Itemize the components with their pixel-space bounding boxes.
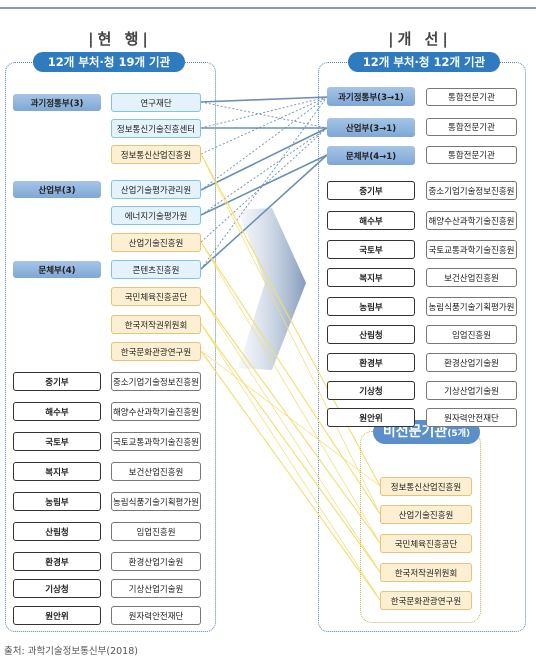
improved-row-inst: 기상산업기술원 <box>426 381 517 400</box>
improved-row-ministry: 원안위 <box>327 408 415 427</box>
current-heading: |현 행| <box>88 30 152 48</box>
current-row-ministry: 복지부 <box>13 462 101 481</box>
current-ministry-mcst: 문체부(4) <box>13 261 101 278</box>
vision-item: 한국문화관광연구원 <box>380 591 472 610</box>
current-row-ministry: 원안위 <box>13 606 101 625</box>
improved-row-ministry: 농림부 <box>327 297 415 316</box>
source-caption: 출처: 과학기술정보통신부(2018) <box>4 646 138 657</box>
improved-row-inst: 보건산업진흥원 <box>426 268 517 287</box>
link-line-solid <box>200 127 328 191</box>
current-inst-nipa: 정보통신산업진흥원 <box>111 145 201 164</box>
current-row-inst: 농림식품기술기획평가원 <box>111 492 201 511</box>
vision-title-count: (5개) <box>447 429 471 439</box>
link-line-dotted <box>200 96 328 270</box>
link-line-yellow <box>200 295 381 573</box>
current-row-inst: 중소기업기술정보진흥원 <box>111 372 201 391</box>
link-line-solid <box>200 96 328 103</box>
improved-row-inst: 국토교통과학기술진흥원 <box>426 240 517 259</box>
vision-item: 정보통신산업진흥원 <box>380 477 472 496</box>
current-row-inst: 임업진흥원 <box>111 522 201 541</box>
improved-row-inst: 중소기업기술정보진흥원 <box>426 181 517 200</box>
current-panel-title: 12개 부처·청 19개 기관 <box>33 52 185 72</box>
improved-row-inst: 원자력안전재단 <box>426 408 517 427</box>
improved-row-ministry: 국토부 <box>327 240 415 259</box>
current-row-ministry: 국토부 <box>13 432 101 451</box>
improved-ministry-motie: 산업부(3→1) <box>327 118 415 137</box>
current-inst-kocca: 콘텐츠진흥원 <box>111 260 201 279</box>
improved-row-inst: 해양수산과학기술진흥원 <box>426 211 517 230</box>
link-line-yellow <box>200 295 381 544</box>
current-row-ministry: 환경부 <box>13 552 101 571</box>
current-inst-ketep: 에너지기술평가원 <box>111 206 201 225</box>
improved-row-inst: 임업진흥원 <box>426 325 517 344</box>
current-inst-iitp: 정보통신기술진흥센터 <box>111 119 201 138</box>
improved-ministry-msit: 과기정통부(3→1) <box>327 87 415 106</box>
vision-title-text: 비전문기관 <box>382 424 448 440</box>
link-line-dotted <box>200 127 328 243</box>
current-inst-kcti: 한국문화관광연구원 <box>111 342 201 361</box>
current-row-inst: 원자력안전재단 <box>111 606 201 625</box>
link-line-yellow <box>200 350 381 487</box>
current-row-inst: 보건산업진흥원 <box>111 462 201 481</box>
current-ministry-msit: 과기정통부(3) <box>13 94 101 111</box>
link-line-dotted <box>200 127 328 216</box>
transition-arrow <box>238 208 306 370</box>
current-ministry-motie: 산업부(3) <box>13 181 101 198</box>
link-line-yellow <box>200 153 381 487</box>
improved-row-ministry: 해수부 <box>327 211 415 230</box>
improved-row-inst: 환경산업기술원 <box>426 353 517 372</box>
link-line-yellow <box>200 241 381 544</box>
improved-row-ministry: 복지부 <box>327 268 415 287</box>
improved-heading: |개 선| <box>388 30 452 48</box>
link-line-yellow <box>200 323 381 601</box>
top-rule <box>0 7 536 9</box>
link-line-dotted <box>200 96 328 191</box>
link-line-yellow <box>200 241 381 515</box>
improved-panel-title: 12개 부처·청 12개 기관 <box>348 52 500 72</box>
current-row-inst: 기상산업기술원 <box>111 579 201 598</box>
link-line-yellow <box>200 323 381 573</box>
current-inst-keit: 산업기술평가관리원 <box>111 180 201 199</box>
current-row-ministry: 산림청 <box>13 522 101 541</box>
link-line-yellow <box>200 153 381 515</box>
link-line-dotted <box>200 96 328 129</box>
current-inst-copyright: 한국저작권위원회 <box>111 315 201 334</box>
vision-item: 국민체육진흥공단 <box>380 534 472 553</box>
current-row-inst: 해양수산과학기술진흥원 <box>111 402 201 421</box>
improved-integrated-inst-1: 통합전문기관 <box>426 88 517 106</box>
current-row-ministry: 해수부 <box>13 402 101 421</box>
current-inst-kspo: 국민체육진흥공단 <box>111 287 201 306</box>
vision-item: 산업기술진흥원 <box>380 505 472 524</box>
improved-row-ministry: 기상청 <box>327 381 415 400</box>
improved-integrated-inst-3: 통합전문기관 <box>426 146 517 164</box>
link-line-solid <box>200 154 328 270</box>
current-inst-nrf: 연구재단 <box>111 93 201 112</box>
improved-ministry-mcst: 문체부(4→1) <box>327 146 415 165</box>
link-line-dotted <box>200 101 328 129</box>
current-row-ministry: 중기부 <box>13 372 101 391</box>
improved-row-ministry: 중기부 <box>327 181 415 200</box>
current-row-inst: 국토교통과학기술진흥원 <box>111 432 201 451</box>
current-row-inst: 환경산업기술원 <box>111 552 201 571</box>
improved-integrated-inst-2: 통합전문기관 <box>426 118 517 136</box>
link-line-yellow <box>200 350 381 601</box>
current-inst-kiat: 산업기술진흥원 <box>111 233 201 252</box>
improved-row-inst: 농림식품기술기획평가원 <box>426 297 517 316</box>
link-line-dotted <box>200 96 328 155</box>
improved-row-ministry: 산림청 <box>327 325 415 344</box>
improved-row-ministry: 환경부 <box>327 353 415 372</box>
current-row-ministry: 기상청 <box>13 579 101 598</box>
vision-item: 한국저작권위원회 <box>380 563 472 582</box>
current-row-ministry: 농림부 <box>13 492 101 511</box>
